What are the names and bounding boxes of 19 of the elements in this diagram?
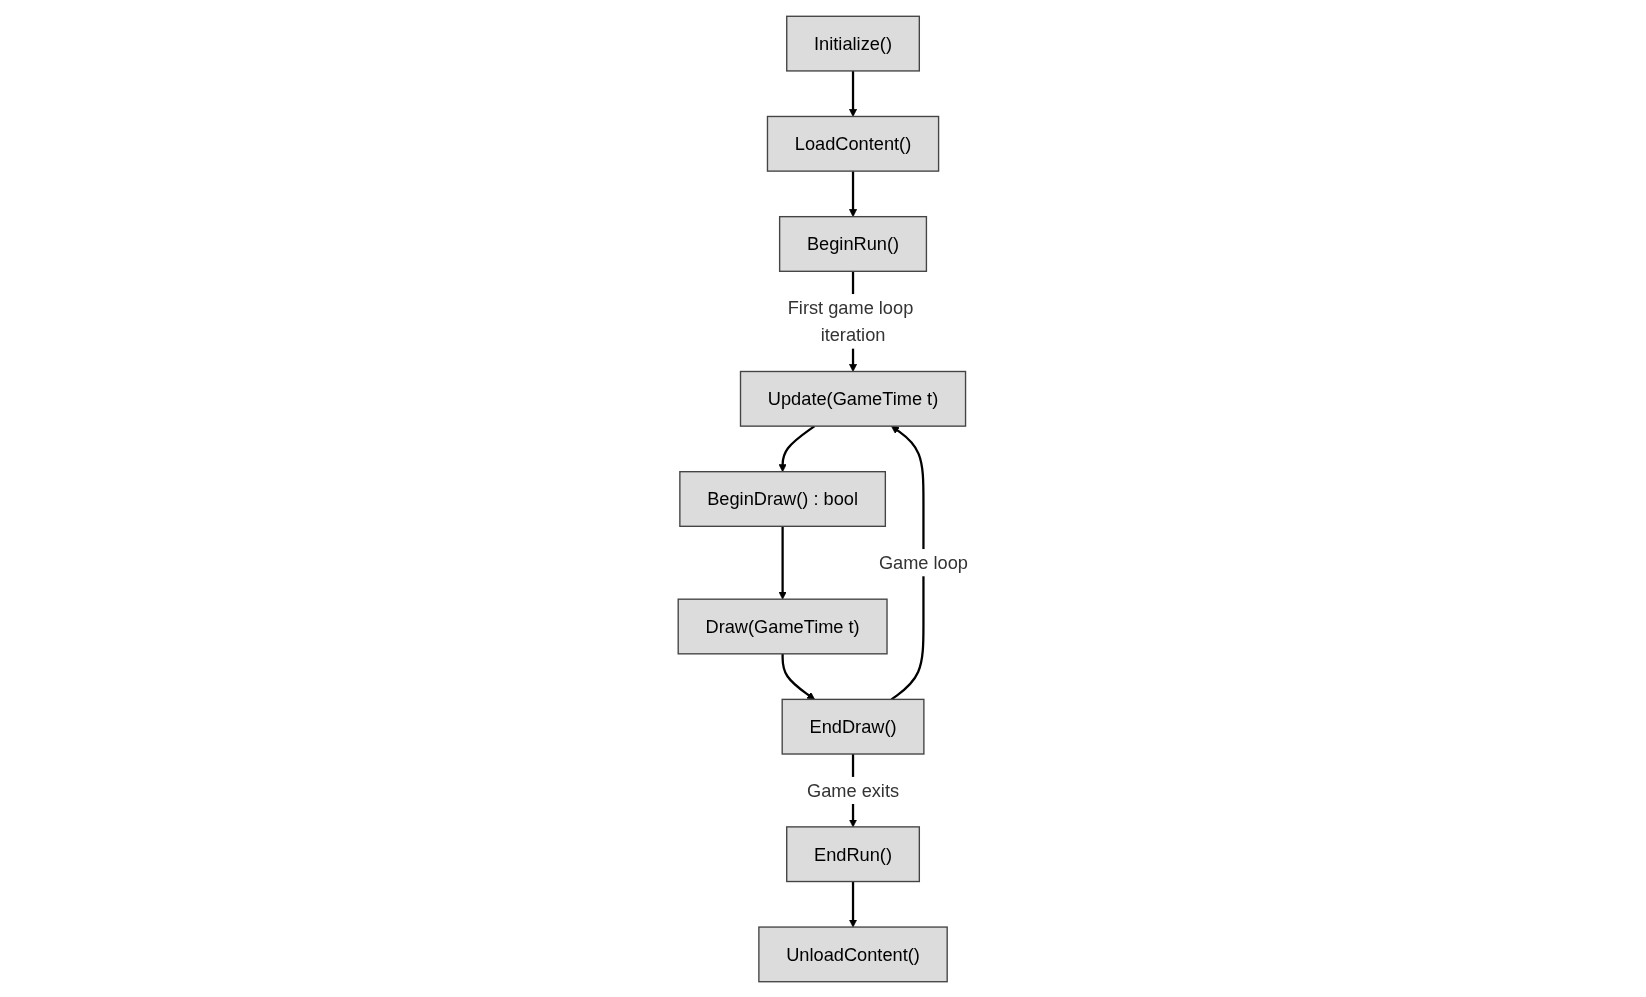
node-box: LoadContent() — [766, 115, 940, 172]
node-box: Initialize() — [785, 15, 920, 72]
node-box: EndRun() — [785, 825, 920, 882]
edge-label: First game loop iteration — [787, 297, 914, 345]
node-box: Draw(GameTime t) — [677, 598, 888, 654]
edge-label: Game loop — [878, 552, 968, 573]
node-box: UnloadContent() — [758, 925, 948, 982]
arrow — [848, 70, 857, 117]
node-box: BeginDraw() : bool — [679, 470, 886, 527]
node-box: EndDraw() — [781, 698, 925, 755]
arrow — [778, 424, 816, 472]
node-box: Update(GameTime t) — [739, 370, 967, 427]
arrow — [781, 653, 815, 700]
arrow — [848, 170, 857, 217]
arrow — [848, 881, 857, 927]
edge-label: Game exits — [806, 779, 899, 800]
node-box: BeginRun() — [778, 215, 927, 272]
arrow — [778, 525, 787, 600]
arrow — [890, 425, 925, 700]
